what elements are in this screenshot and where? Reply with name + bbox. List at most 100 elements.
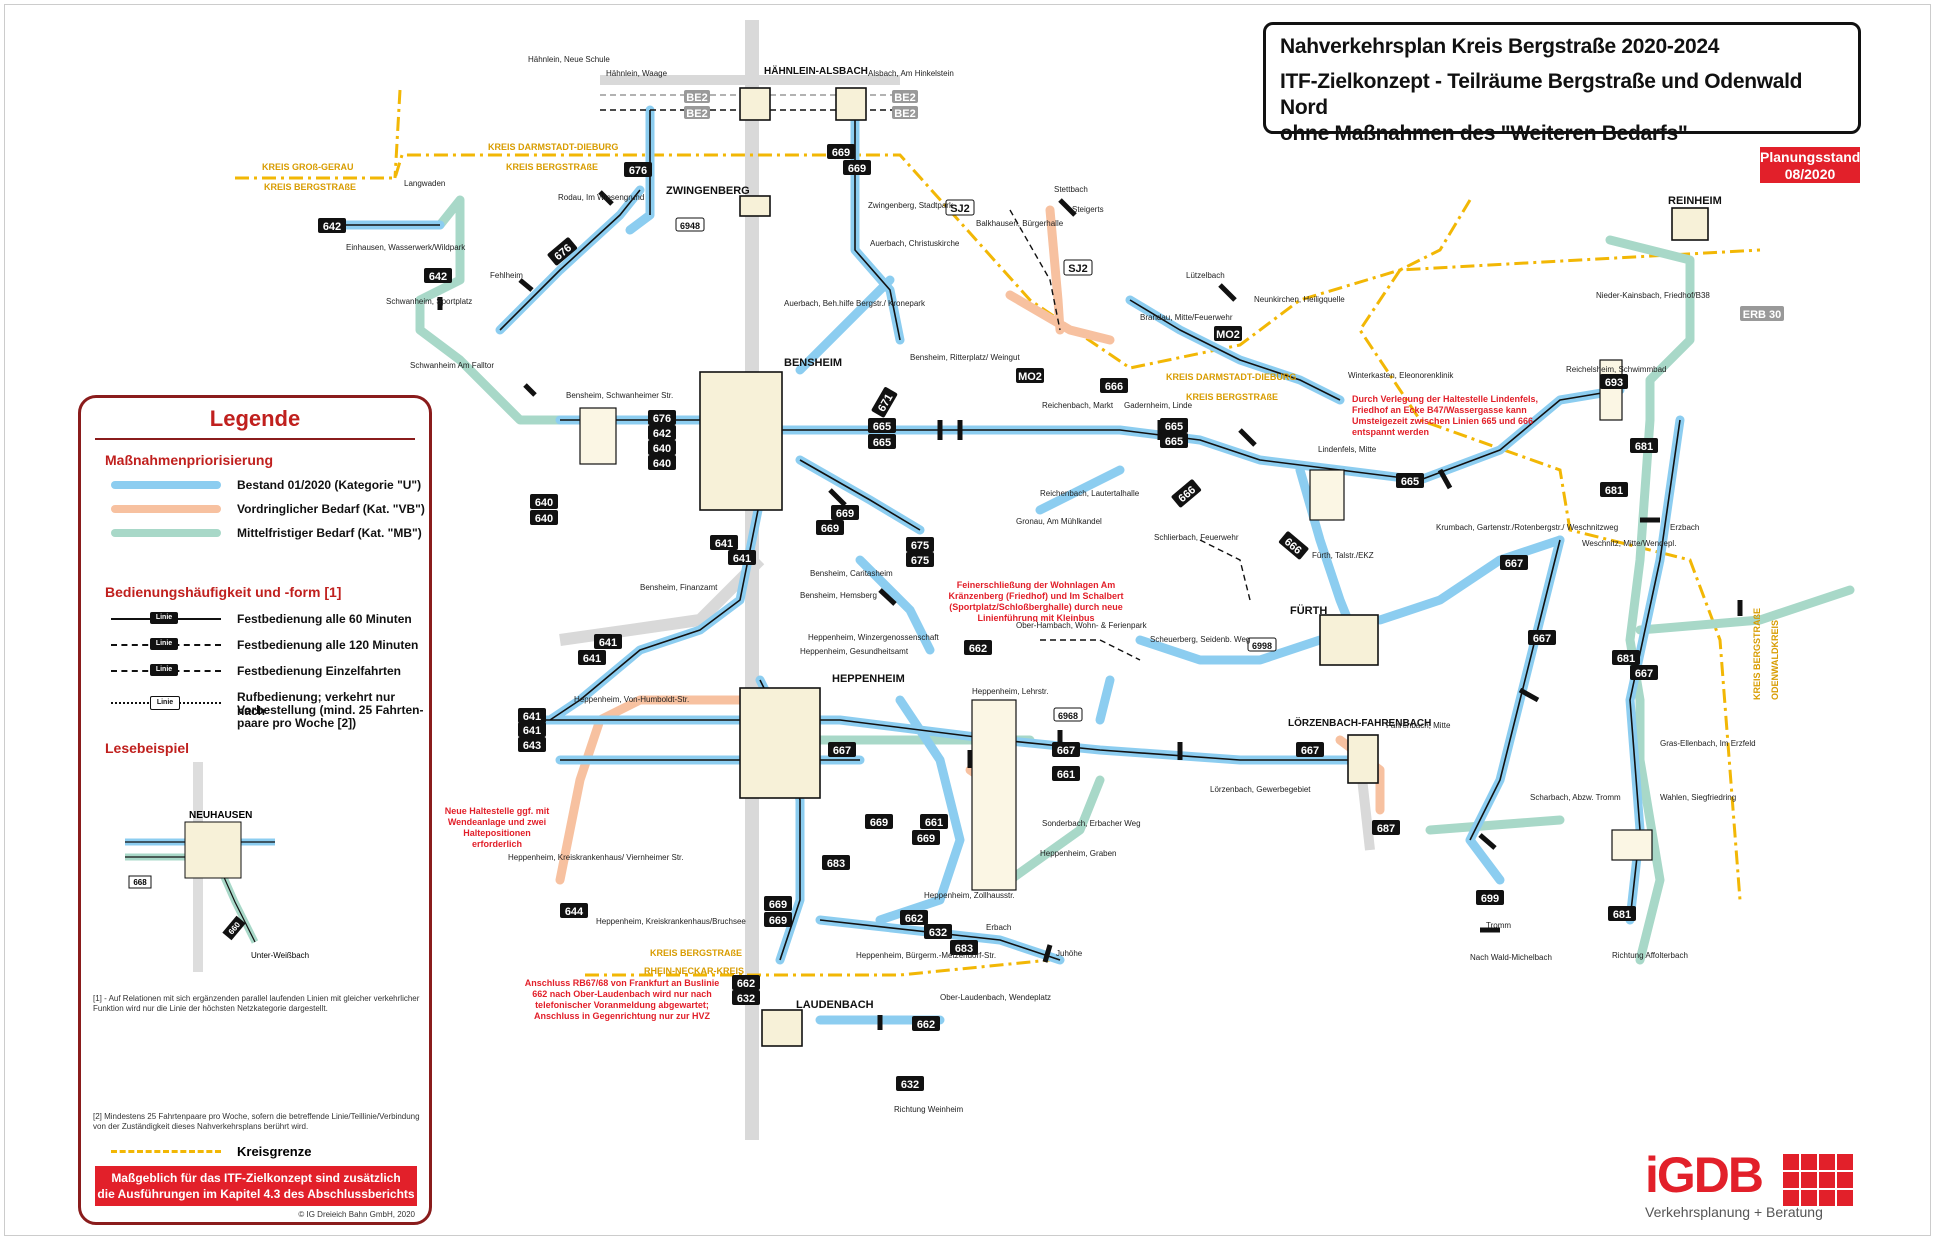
badge-label: 642 xyxy=(429,271,447,283)
legend-row-einzel: Linie Festbedienung Einzelfahrten xyxy=(105,662,425,680)
legend-section-priorisierung: Maßnahmenpriorisierung xyxy=(105,452,274,468)
badge-666-a: 666 xyxy=(1100,378,1128,393)
badge-666-c: 666 xyxy=(1278,531,1309,560)
legend-label: Vordringlicher Bedarf (Kat. "VB") xyxy=(237,502,425,516)
badge-676-c: 676 xyxy=(648,410,676,425)
planungsstand-date: 08/2020 xyxy=(1784,166,1836,182)
badge-label: SJ2 xyxy=(1068,263,1088,275)
district-label: KREIS DARMSTADT-DIEBURG xyxy=(488,142,618,152)
badge-label: 669 xyxy=(848,163,866,175)
badge-label: 661 xyxy=(925,817,943,829)
legend-label: Bestand 01/2020 (Kategorie "U") xyxy=(237,478,422,492)
station-label: Fürth, Talstr./EKZ xyxy=(1312,551,1374,560)
badge-662-b: 662 xyxy=(900,910,928,925)
badge-label: 675 xyxy=(911,540,929,552)
station-label: Lützelbach xyxy=(1186,271,1225,280)
badge-label: 667 xyxy=(1057,745,1075,757)
annotation-kraenzenberg: Feinerschließung der Wohnlagen Am Kränze… xyxy=(948,580,1124,622)
station-label: Balkhausen, Bürgerhalle xyxy=(976,219,1064,228)
station-label: Heppenheim, Kreiskrankenhaus/Bruchsee xyxy=(596,917,746,926)
badge-label: MO2 xyxy=(1216,329,1240,341)
badge-642-b: 642 xyxy=(424,268,452,283)
badge-label: 667 xyxy=(1533,633,1551,645)
badge-label: BE2 xyxy=(686,108,707,120)
station-label: Reichenbach, Markt xyxy=(1042,401,1114,410)
legend-section-lesebeispiel: Lesebeispiel xyxy=(105,740,190,756)
badge-label: 662 xyxy=(905,913,923,925)
badge-641-f: 641 xyxy=(518,722,546,737)
legend-row-ruf: Linie Rufbedienung; verkehrt nur nach Vo… xyxy=(105,688,425,732)
badge-665-b: 665 xyxy=(868,434,896,449)
badge-label: 667 xyxy=(1301,745,1319,757)
badge-label: 665 xyxy=(873,437,891,449)
station-label: Lindenfels, Mitte xyxy=(1318,445,1377,454)
station-label: Hähnlein, Waage xyxy=(606,69,668,78)
legend-row-vordringlich: Vordringlicher Bedarf (Kat. "VB") xyxy=(105,500,425,518)
station-label: Brandau, Mitte/Feuerwehr xyxy=(1140,313,1233,322)
badge-642-a: 642 xyxy=(318,218,346,233)
badge-label: 632 xyxy=(901,1079,919,1091)
badge-label: 665 xyxy=(873,421,891,433)
hub-label-zwingenberg: ZWINGENBERG xyxy=(666,185,750,197)
station-label: Reichelsheim, Schwimmbad xyxy=(1566,365,1666,374)
legend-label: Vorbestellung (mind. 25 Fahrten- xyxy=(237,703,424,717)
station-label: Heppenheim, Zollhausstr. xyxy=(924,891,1015,900)
badge-label: 693 xyxy=(1605,377,1623,389)
station-label: Heppenheim, Von-Humboldt-Str. xyxy=(574,695,689,704)
legend-notice: Maßgeblich für das ITF-Zielkonzept sind … xyxy=(95,1166,417,1206)
badge-label: 640 xyxy=(535,513,553,525)
line-pill: Linie xyxy=(150,696,180,710)
legend-label: Mittelfristiger Bedarf (Kat. "MB") xyxy=(237,526,422,540)
station-label: Auerbach, Beh.hilfe Bergstr./ Kronepark xyxy=(784,299,926,308)
title-line-1: Nahverkehrsplan Kreis Bergstraße 2020-20… xyxy=(1280,35,1720,58)
badge-sj2-b: SJ2 xyxy=(1063,259,1093,276)
notice-line-2: die Ausführungen im Kapitel 4.3 des Absc… xyxy=(97,1187,415,1201)
badge-label: 676 xyxy=(653,413,671,425)
station-label: Heppenheim, Winzergenossenschaft xyxy=(808,633,940,642)
legend-row-fest60: Linie Festbedienung alle 60 Minuten xyxy=(105,610,425,628)
badge-label: 669 xyxy=(769,915,787,927)
district-label: KREIS GROß-GERAU xyxy=(262,162,354,172)
station-label: Schlierbach, Feuerwehr xyxy=(1154,533,1239,542)
district-label: KREIS DARMSTADT-DIEBURG xyxy=(1166,372,1296,382)
station-label: Ober-Laudenbach, Wendeplatz xyxy=(940,993,1051,1002)
badge-erb30: ERB 30 xyxy=(1740,306,1784,321)
hub-label-reinheim: REINHEIM xyxy=(1668,195,1722,207)
swatch-bestand xyxy=(111,481,221,489)
station-label: Rodau, Im Wiesengrund xyxy=(558,193,644,202)
legend-label: Festbedienung alle 60 Minuten xyxy=(237,612,412,626)
badge-label: 662 xyxy=(737,978,755,990)
badge-661-a: 661 xyxy=(920,814,948,829)
badge-label: 665 xyxy=(1165,421,1183,433)
legend-label: Kreisgrenze xyxy=(237,1144,312,1159)
badge-sj2-a: SJ2 xyxy=(945,199,975,216)
badge-667-b: 667 xyxy=(1052,742,1080,757)
station-label: Wahlen, Siegfriedring xyxy=(1660,793,1736,802)
badge-6968: 6968 xyxy=(1053,707,1083,722)
badge-681-c: 681 xyxy=(1612,650,1640,665)
badge-667-c: 667 xyxy=(1296,742,1324,757)
badge-label: 640 xyxy=(653,458,671,470)
district-labels: KREIS DARMSTADT-DIEBURG KREIS BERGSTRAßE… xyxy=(262,142,1780,976)
badge-label: 661 xyxy=(1057,769,1075,781)
badge-be2-d: BE2 xyxy=(892,106,918,120)
igdb-logo: iGDB Verkehrsplanung + Beratung xyxy=(1645,1147,1857,1224)
station-label: Bensheim, Schwanheimer Str. xyxy=(566,391,673,400)
badge-641-a: 641 xyxy=(710,535,738,550)
planungsstand-label: Planungsstand xyxy=(1760,149,1861,165)
network-vordringlich xyxy=(555,205,1385,885)
badge-label: 667 xyxy=(1505,558,1523,570)
badge-label: 669 xyxy=(832,147,850,159)
station-label: Zwingenberg, Stadtpark xyxy=(868,201,954,210)
badge-label: 640 xyxy=(653,443,671,455)
badge-label: 644 xyxy=(565,906,584,918)
station-label: Richtung Affolterbach xyxy=(1612,951,1688,960)
badge-665-c: 665 xyxy=(1160,418,1188,433)
badge-label: 683 xyxy=(827,858,845,870)
badge-label: 676 xyxy=(629,165,647,177)
badge-label: 681 xyxy=(1617,653,1635,665)
hub-label-laudenbach: LAUDENBACH xyxy=(796,999,874,1011)
station-label: Bensheim, Caritasheim xyxy=(810,569,893,578)
station-label: Heppenheim, Lehrstr. xyxy=(972,687,1049,696)
